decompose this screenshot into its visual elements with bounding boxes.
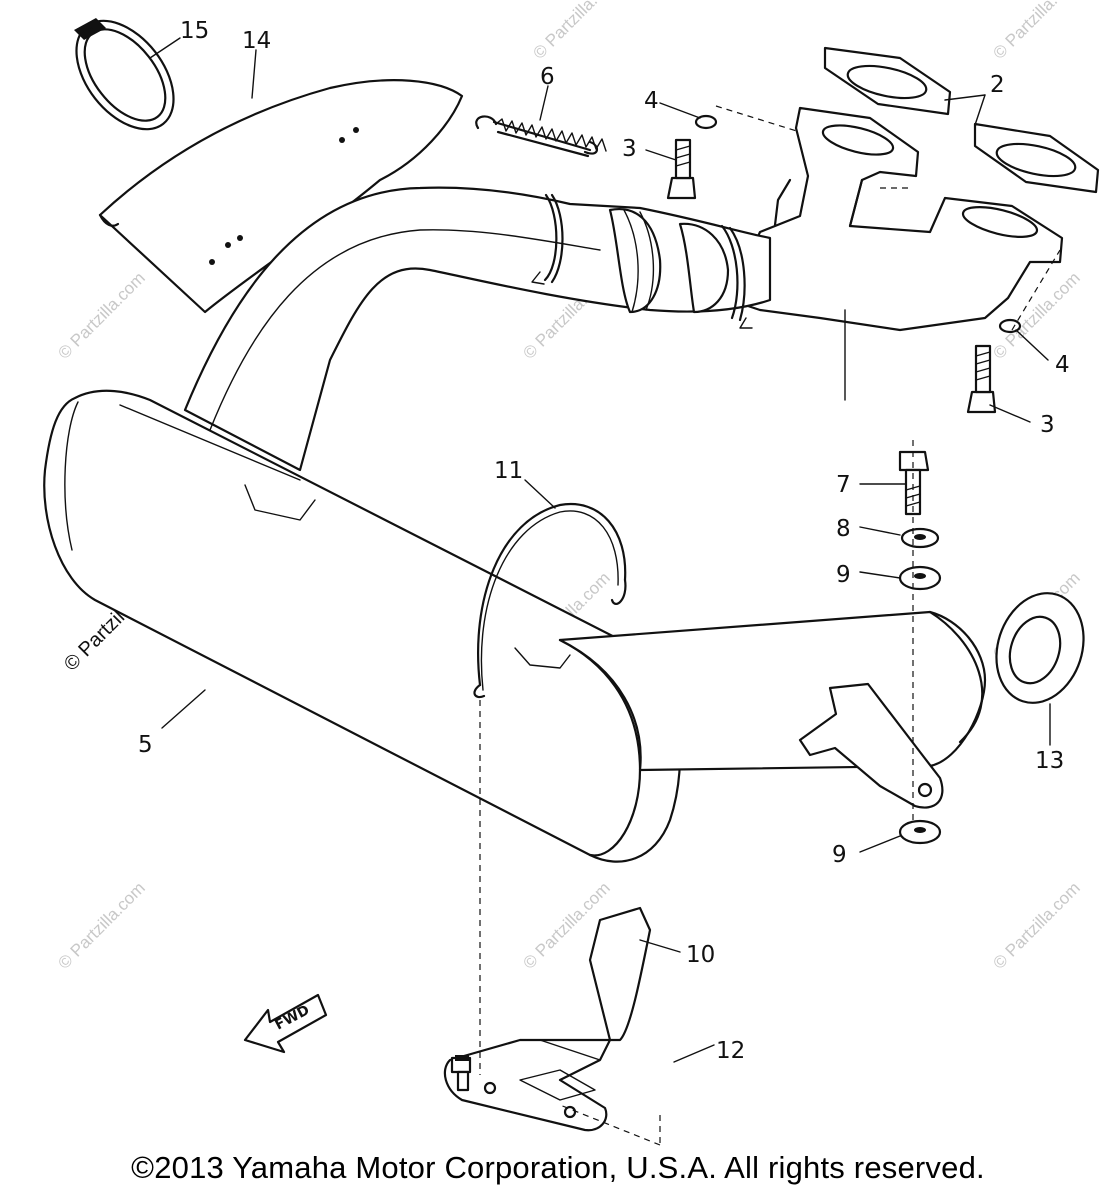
- callout-6: 6: [540, 64, 555, 90]
- copyright-notice: ©2013 Yamaha Motor Corporation, U.S.A. A…: [131, 1150, 985, 1185]
- watermark: © Partzilla.com: [989, 878, 1083, 972]
- callout-15: 15: [180, 18, 209, 44]
- part-6-spring: [475, 115, 607, 158]
- exhaust-pipe: [183, 186, 772, 472]
- part-2-gaskets: [823, 46, 1100, 194]
- callout-12: 12: [716, 1038, 745, 1064]
- callout-9: 9: [836, 562, 851, 588]
- part-10-bracket: [443, 906, 652, 1132]
- callout-3: 3: [1040, 412, 1055, 438]
- mount-hardware: [898, 450, 942, 845]
- part-5-muffler: [43, 389, 987, 863]
- flange-bolts: [666, 114, 1022, 414]
- callout-14: 14: [242, 28, 271, 54]
- callout-2: 2: [990, 72, 1005, 98]
- leader-lines: [149, 37, 1051, 1063]
- fwd-arrow: FWD: [243, 993, 328, 1054]
- callout-10: 10: [686, 942, 715, 968]
- watermark: © Partzilla.com: [989, 0, 1083, 63]
- callout-9: 9: [832, 842, 847, 868]
- part-15-band-clamp: [74, 18, 175, 131]
- exhaust-manifold: [728, 106, 1064, 332]
- callout-11: 11: [494, 458, 523, 484]
- callout-8: 8: [836, 516, 851, 542]
- watermark: © Partzilla.com: [529, 0, 623, 63]
- callout-4: 4: [1055, 352, 1070, 378]
- callout-5: 5: [138, 732, 153, 758]
- callout-7: 7: [836, 472, 851, 498]
- callouts: 15 14 6 4 3 2 4 3 7 8 9 11 13 5 9 10 12: [138, 18, 1070, 1064]
- callout-4: 4: [644, 88, 659, 114]
- part-13-grommet: [995, 592, 1085, 704]
- part-11-spring: [473, 502, 627, 699]
- watermark: © Partzilla.com: [54, 878, 148, 972]
- assembly-lines: [479, 105, 1061, 1146]
- callout-3: 3: [622, 136, 637, 162]
- watermark: © Partzilla.com: [54, 268, 148, 362]
- callout-13: 13: [1035, 748, 1064, 774]
